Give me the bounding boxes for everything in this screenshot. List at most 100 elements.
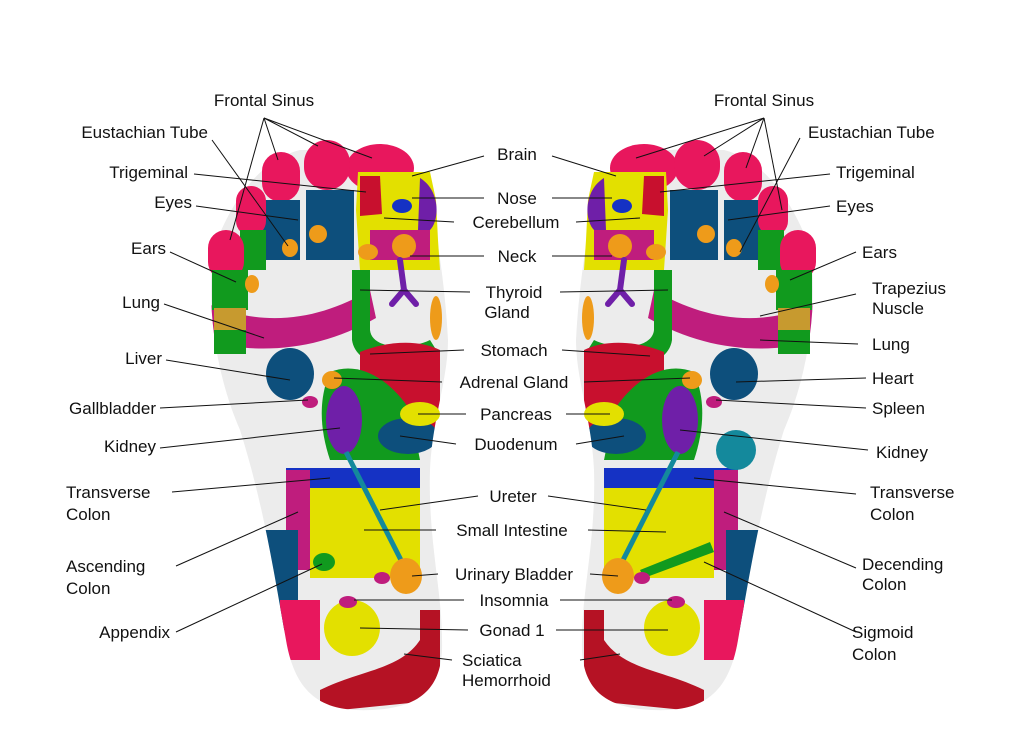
right-eustachian-mark-1: [726, 239, 742, 257]
leader-transverse-right: [693, 477, 857, 495]
left-toe-1-purple: [418, 178, 437, 230]
leader-kidney-right: [679, 429, 869, 451]
label-ascending-2: Colon: [66, 579, 110, 598]
label-heart: Heart: [872, 369, 914, 388]
right-toe-5-body: [776, 270, 812, 310]
label-eyes-left: Eyes: [154, 193, 192, 212]
left-toe-5-top: [208, 230, 244, 280]
label-sciatica: Sciatica: [462, 651, 522, 670]
label-trapezius-1: Trapezius: [872, 279, 946, 298]
right-cerebellum-mark: [697, 225, 715, 243]
leader-ears-right: [789, 251, 857, 281]
left-toe-4-top: [236, 186, 266, 236]
right-heel-pink: [704, 600, 744, 660]
leader-heart: [735, 377, 867, 383]
right-lung-khaki: [778, 308, 810, 330]
label-brain: Brain: [497, 145, 537, 164]
leader-adrenal-right: [583, 377, 691, 383]
leader-frontal-right-2: [703, 117, 765, 157]
right-sciatica-zone: [584, 610, 704, 711]
labels: Frontal Sinus Eustachian Tube Trigeminal…: [66, 91, 954, 690]
left-appendix: [313, 553, 335, 571]
right-toe-1-purple: [587, 178, 606, 230]
label-neck: Neck: [498, 247, 537, 266]
leader-appendix: [175, 563, 323, 633]
leader-urinary-left: [411, 573, 439, 577]
left-gonad-zone: [324, 600, 380, 656]
right-insomnia: [667, 596, 685, 608]
label-thyroid-2: Gland: [484, 303, 529, 322]
label-transverse-left-1: Transverse: [66, 483, 150, 502]
label-eustachian-right: Eustachian Tube: [808, 123, 935, 142]
label-sigmoid-2: Colon: [852, 645, 896, 664]
left-thyroid-shape: [389, 257, 419, 307]
right-eustachian-mark-2: [765, 275, 779, 293]
label-urinary-bladder: Urinary Bladder: [455, 565, 573, 584]
label-trigeminal-left: Trigeminal: [109, 163, 188, 182]
leader-eyes-left: [195, 205, 299, 221]
right-toe-5-top: [780, 230, 816, 280]
leader-transverse-left: [171, 477, 331, 493]
right-ureter: [617, 450, 681, 568]
leader-lung-right: [759, 339, 859, 345]
label-frontal-sinus-left: Frontal Sinus: [214, 91, 314, 110]
right-duodenum-zone: [586, 418, 646, 454]
label-eustachian-left: Eustachian Tube: [81, 123, 208, 142]
leader-frontal-left-1: [229, 117, 265, 241]
leader-sciatica-right: [579, 653, 621, 661]
label-kidney-left: Kidney: [104, 437, 156, 456]
right-kidney: [662, 386, 698, 454]
label-ascending-1: Ascending: [66, 557, 145, 576]
label-lung-right: Lung: [872, 335, 910, 354]
leader-duodenum-left: [399, 435, 457, 445]
leader-frontal-right-1: [635, 117, 765, 159]
right-sigmoid-colon: [640, 542, 714, 578]
left-adrenal: [322, 371, 342, 389]
leader-lines: [159, 117, 869, 661]
leader-frontal-left-4: [263, 117, 373, 159]
left-toe-2-body: [306, 190, 354, 260]
leader-trigeminal-left: [193, 173, 367, 193]
label-decending-1: Decending: [862, 555, 943, 574]
label-trapezius-2: Nuscle: [872, 299, 924, 318]
left-ureter: [343, 450, 407, 568]
label-hemorrhoid: Hemorrhoid: [462, 671, 551, 690]
label-small-intestine: Small Intestine: [456, 521, 568, 540]
leader-thyroid-left: [359, 289, 471, 293]
label-duodenum: Duodenum: [474, 435, 557, 454]
label-ureter: Ureter: [489, 487, 537, 506]
label-lung-left: Lung: [122, 293, 160, 312]
leader-trapezius: [759, 293, 857, 317]
leader-gonad-left: [359, 627, 469, 631]
leader-brain-left: [411, 155, 485, 177]
leader-eustachian-left: [211, 139, 289, 247]
left-toe-5-body: [212, 270, 248, 310]
leader-thyroid-right: [559, 289, 669, 293]
leader-trigeminal-right: [659, 173, 831, 193]
left-neck-mark-2: [392, 234, 416, 258]
label-insomnia: Insomnia: [480, 591, 550, 610]
leader-frontal-left-2: [263, 117, 279, 161]
leader-eyes-right: [727, 205, 831, 221]
leader-decending: [723, 511, 857, 569]
right-toe-2-body: [670, 190, 718, 260]
right-heart: [710, 348, 758, 400]
left-liver: [266, 348, 314, 400]
leader-ureter-left: [379, 495, 479, 511]
label-cerebellum: Cerebellum: [473, 213, 560, 232]
left-lung-green: [214, 330, 246, 354]
right-spleen: [706, 396, 722, 408]
leader-ears-left: [169, 251, 237, 283]
right-thyroid-zone: [584, 270, 672, 366]
label-thyroid-1: Thyroid: [486, 283, 543, 302]
right-toe-3-top: [724, 152, 762, 202]
left-gallbladder: [302, 396, 318, 408]
left-eustachian-mark-2: [245, 275, 259, 293]
right-toe-2-top: [674, 140, 720, 190]
label-transverse-left-2: Colon: [66, 505, 110, 524]
leader-liver: [165, 359, 291, 381]
right-thyroid-shape: [605, 257, 635, 307]
label-eyes-right: Eyes: [836, 197, 874, 216]
leader-frontal-right-4: [763, 117, 783, 211]
